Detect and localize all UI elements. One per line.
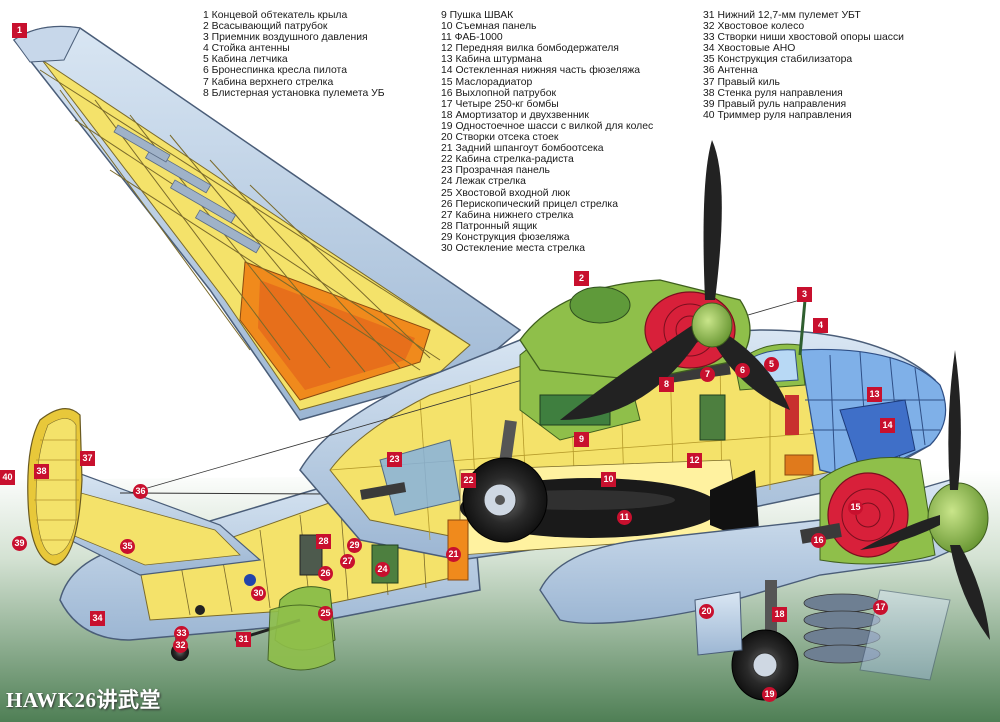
callout-marker-18: 18 [772, 607, 787, 622]
callout-marker-6: 6 [735, 363, 750, 378]
legend-item: 33 Створки ниши хвостовой опоры шасси [703, 32, 904, 44]
callout-marker-37: 37 [80, 451, 95, 466]
callout-marker-12: 12 [687, 453, 702, 468]
callout-marker-31: 31 [236, 632, 251, 647]
callout-marker-23: 23 [387, 452, 402, 467]
legend-item: 28 Патронный ящик [441, 220, 537, 232]
legend-item: 31 Нижний 12,7-мм пулемет УБТ [703, 10, 861, 21]
callout-marker-13: 13 [867, 387, 882, 402]
legend-item: 8 Блистерная установка пулемета УБ [203, 87, 385, 99]
callout-marker-16: 16 [811, 533, 826, 548]
callout-marker-10: 10 [601, 472, 616, 487]
legend-item: 30 Остекление места стрелка [441, 242, 586, 254]
callout-marker-19: 19 [762, 687, 777, 702]
legend-item: 27 Кабина нижнего стрелка [441, 209, 574, 221]
legend-item: 34 Хвостовые АНО [703, 43, 796, 55]
callout-marker-33: 33 [174, 626, 189, 641]
callout-marker-27: 27 [340, 554, 355, 569]
legend-item: 40 Триммер руля направления [703, 109, 852, 121]
legend-item: 39 Правый руль направления [703, 98, 847, 110]
legend-item: 13 Кабина штурмана [441, 54, 542, 66]
legend-item: 26 Перископический прицел стрелка [441, 198, 618, 210]
legend-item: 10 Съемная панель [441, 21, 537, 33]
callout-marker-21: 21 [446, 547, 461, 562]
left-wing [12, 25, 522, 421]
callout-marker-29: 29 [347, 538, 362, 553]
legend-item: 6 Бронеспинка кресла пилота [203, 65, 347, 77]
legend-item: 15 Маслорадиатор [441, 76, 533, 88]
legend-item: 9 Пушка ШВАК [441, 10, 514, 21]
legend-item: 22 Кабина стрелка-радиста [441, 154, 574, 166]
legend-item: 36 Антенна [703, 65, 758, 77]
legend-item: 37 Правый киль [703, 76, 780, 88]
callout-marker-22: 22 [461, 473, 476, 488]
callout-marker-26: 26 [318, 566, 333, 581]
callout-marker-35: 35 [120, 539, 135, 554]
legend-column-3: 31 Нижний 12,7-мм пулемет УБТ 32 Хвостов… [703, 10, 904, 121]
legend-item: 38 Стенка руля направления [703, 87, 843, 99]
legend-item: 20 Створки отсека стоек [441, 132, 559, 144]
legend-item: 11 ФАБ-1000 [441, 32, 503, 44]
legend-item: 25 Хвостовой входной люк [441, 187, 570, 199]
legend-item: 14 Остекленная нижняя часть фюзеляжа [441, 65, 641, 77]
callout-marker-14: 14 [880, 418, 895, 433]
callout-marker-4: 4 [813, 318, 828, 333]
legend-item: 7 Кабина верхнего стрелка [203, 76, 334, 88]
callout-marker-40: 40 [0, 470, 15, 485]
legend-item: 1 Концевой обтекатель крыла [203, 10, 348, 21]
legend-item: 19 Одностоечное шасси с вилкой для колес [441, 120, 654, 132]
callout-marker-36: 36 [133, 484, 148, 499]
callout-marker-28: 28 [316, 534, 331, 549]
watermark: HAWK26讲武堂 [6, 688, 162, 712]
legend-item: 23 Прозрачная панель [441, 165, 550, 177]
landing-gear [267, 420, 799, 701]
callout-marker-17: 17 [873, 600, 888, 615]
legend-item: 17 Четыре 250-кг бомбы [441, 98, 559, 110]
legend-item: 35 Конструкция стабилизатора [703, 54, 853, 66]
callout-marker-34: 34 [90, 611, 105, 626]
legend-item: 24 Лежак стрелка [441, 176, 526, 188]
callout-marker-5: 5 [764, 357, 779, 372]
callout-marker-7: 7 [700, 367, 715, 382]
legend-item: 12 Передняя вилка бомбодержателя [441, 43, 619, 55]
callout-marker-9: 9 [574, 432, 589, 447]
callout-marker-3: 3 [797, 287, 812, 302]
legend-item: 4 Стойка антенны [203, 43, 290, 55]
legend-item: 21 Задний шпангоут бомбоотсека [441, 143, 604, 155]
legend-column-2: 9 Пушка ШВАК 10 Съемная панель 11 ФАБ-10… [441, 10, 653, 254]
callout-marker-8: 8 [659, 377, 674, 392]
callout-marker-30: 30 [251, 586, 266, 601]
legend-item: 2 Всасывающий патрубок [203, 21, 328, 33]
legend-item: 5 Кабина летчика [203, 54, 288, 66]
legend-item: 16 Выхлопной патрубок [441, 87, 557, 99]
callout-marker-15: 15 [848, 500, 863, 515]
callout-marker-38: 38 [34, 464, 49, 479]
callout-marker-25: 25 [318, 606, 333, 621]
legend-item: 3 Приемник воздушного давления [203, 32, 368, 44]
legend-column-1: 1 Концевой обтекатель крыла 2 Всасывающи… [203, 10, 385, 99]
callout-marker-1: 1 [12, 23, 27, 38]
legend-item: 32 Хвостовое колесо [703, 21, 805, 33]
callout-marker-32: 32 [173, 638, 188, 653]
legend-item: 18 Амортизатор и двухзвенник [441, 109, 589, 121]
callout-marker-39: 39 [12, 536, 27, 551]
callout-marker-20: 20 [699, 604, 714, 619]
callout-marker-24: 24 [375, 562, 390, 577]
left-engine-nacelle [519, 140, 790, 420]
legend-item: 29 Конструкция фюзеляжа [441, 231, 570, 243]
callout-marker-2: 2 [574, 271, 589, 286]
callout-marker-11: 11 [617, 510, 632, 525]
